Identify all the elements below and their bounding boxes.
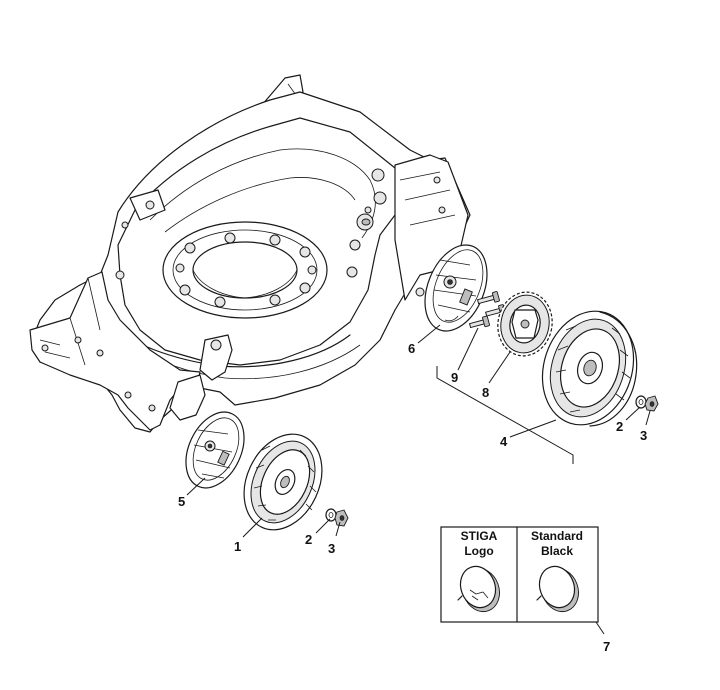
leader-lines xyxy=(186,324,651,635)
rear-wheel-large xyxy=(541,310,638,427)
standard-black-hub-cap xyxy=(536,565,579,613)
standard-black-label-line1: Standard xyxy=(531,529,583,543)
front-wheel xyxy=(243,433,323,531)
callout-5: 5 xyxy=(178,494,185,509)
hub-cap-options-box: STIGA Logo Standard Black xyxy=(440,526,599,623)
callout-9: 9 xyxy=(451,370,458,385)
stiga-logo-label-line1: STIGA xyxy=(461,529,498,543)
drive-gear xyxy=(497,291,553,357)
mower-deck xyxy=(29,74,471,433)
callout-2-rear: 2 xyxy=(616,419,623,434)
callout-numbers: 1 2 3 5 6 9 8 4 2 3 7 xyxy=(178,341,647,654)
callout-6: 6 xyxy=(408,341,415,356)
stiga-logo-hub-cap xyxy=(457,565,500,613)
callout-3-rear: 3 xyxy=(640,428,647,443)
callout-2-front: 2 xyxy=(305,532,312,547)
right-hub-plate xyxy=(424,244,488,332)
rear-washer-nut xyxy=(635,395,659,412)
callout-1: 1 xyxy=(234,539,241,554)
callout-3-front: 3 xyxy=(328,541,335,556)
callout-8: 8 xyxy=(482,385,489,400)
front-hub-plate xyxy=(185,411,245,489)
stiga-logo-label-line2: Logo xyxy=(464,544,493,558)
front-washer-nut xyxy=(325,508,349,527)
standard-black-label-line2: Black xyxy=(541,544,573,558)
callout-4: 4 xyxy=(500,434,508,449)
callout-7: 7 xyxy=(603,639,610,654)
